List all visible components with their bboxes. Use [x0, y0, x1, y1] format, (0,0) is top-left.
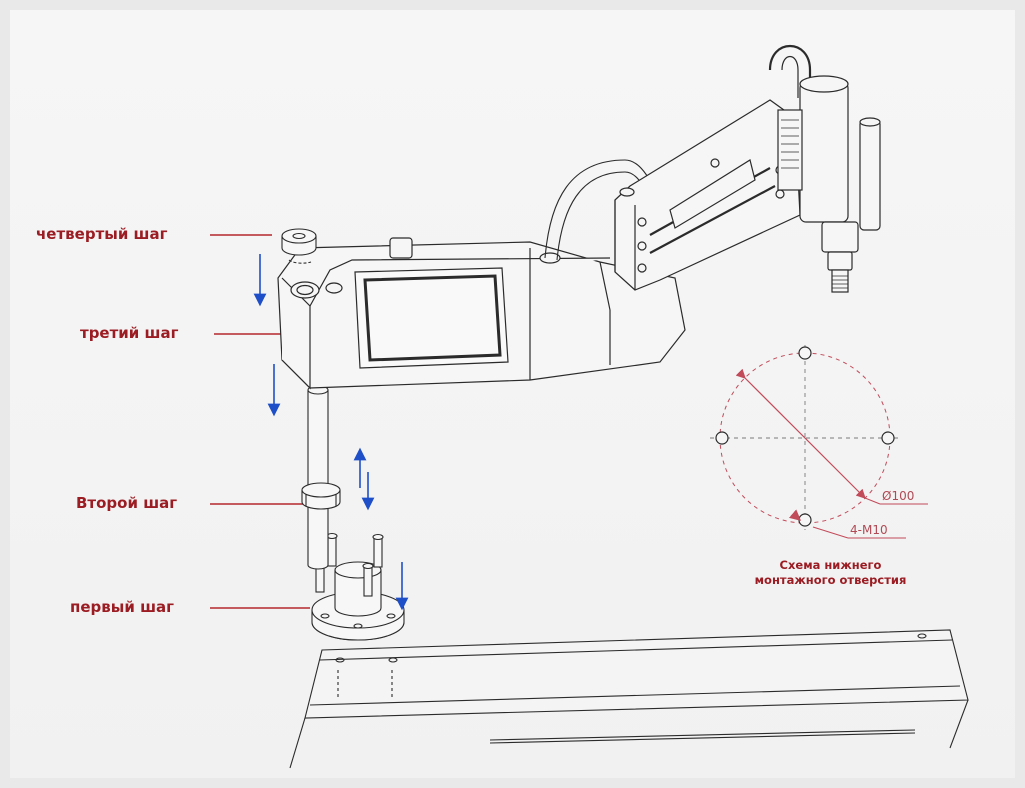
caption-line-2: монтажного отверстия: [754, 573, 907, 587]
hole-diagram-caption: Схема нижнего монтажного отверстия: [743, 558, 918, 588]
step-fourth-label: четвертый шаг: [36, 225, 168, 243]
hole-pattern: Ø100 4-M10: [710, 345, 928, 539]
arm-body: [277, 237, 686, 390]
end-cap: [281, 228, 317, 264]
bolt-spec-label: 4-M10: [850, 523, 888, 537]
assembly-arrows: [253, 254, 409, 611]
step-third-label: третий шаг: [80, 324, 179, 342]
bolt-hole-top: [798, 346, 812, 360]
bolt-hole-bottom: [798, 513, 812, 527]
step-first-label: первый шаг: [70, 598, 174, 616]
tapping-head: [768, 45, 881, 293]
upper-arm: [614, 99, 801, 291]
step-leader-lines: [210, 234, 318, 609]
bolt-hole-right: [881, 431, 895, 445]
step-second-label: Второй шаг: [76, 494, 178, 512]
diagram-sheet: Ø100 4-M10 четвертый шаг третий шаг Втор…: [10, 10, 1015, 778]
diameter-label: Ø100: [882, 489, 914, 503]
support-column: [301, 385, 341, 570]
bolt-hole-left: [715, 431, 729, 445]
mounting-flange: [311, 532, 405, 641]
tapping-machine-drawing: Ø100 4-M10: [210, 45, 969, 769]
caption-line-1: Схема нижнего: [779, 558, 882, 572]
table-base: [289, 629, 969, 769]
